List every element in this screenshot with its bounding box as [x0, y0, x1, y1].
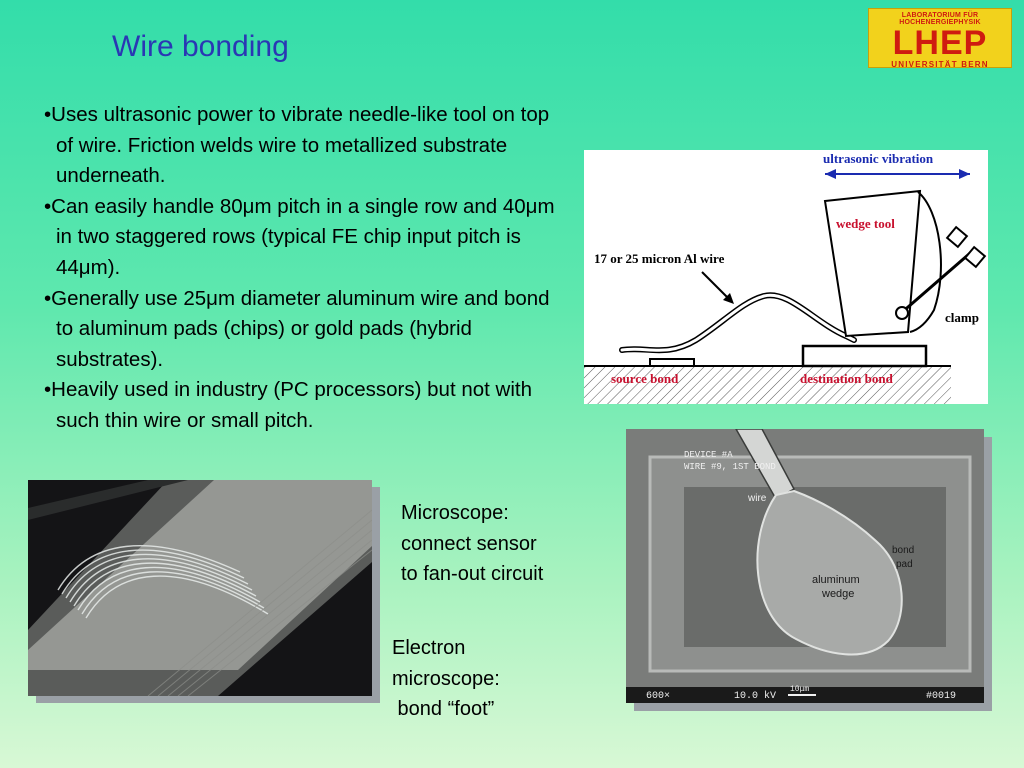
wedge-bonding-diagram: ultrasonic vibration wedge tool 17 or 25… — [584, 150, 988, 404]
slide-title: Wire bonding — [112, 30, 289, 63]
wire-label: 17 or 25 micron Al wire — [594, 251, 725, 266]
bullet-item: •Uses ultrasonic power to vibrate needle… — [44, 103, 550, 188]
ultrasonic-label: ultrasonic vibration — [823, 151, 934, 166]
sem-image: DEVICE #A WIRE #9, 1ST BOND wire bond pa… — [626, 428, 984, 703]
caption-line: microscope: — [392, 667, 500, 690]
microscope-caption: Microscope: connect sensor to fan-out ci… — [401, 498, 543, 590]
wire-pointer-head — [723, 293, 734, 304]
bullet-list: •Uses ultrasonic power to vibrate needle… — [44, 100, 564, 437]
caption-line: to fan-out circuit — [401, 563, 544, 585]
sem-bond-label: bond — [892, 545, 914, 556]
vibration-arrow-right — [959, 169, 970, 179]
microscope-photo — [28, 480, 373, 697]
destination-bond-label: destination bond — [800, 371, 894, 386]
lhep-logo: LABORATORIUM FÜR HOCHENERGIEPHYSIK LHEP … — [868, 8, 1012, 69]
sem-image-svg: DEVICE #A WIRE #9, 1ST BOND wire bond pa… — [626, 428, 984, 703]
sem-pad-label: pad — [896, 559, 913, 570]
clamp-block-1 — [945, 225, 969, 249]
sem-aluminum-label: aluminum — [812, 574, 860, 586]
electron-microscope-caption: Electron microscope: bond “foot” — [392, 633, 500, 725]
sem-voltage: 10.0 kV — [734, 690, 776, 702]
clamp-label: clamp — [945, 310, 979, 325]
sem-wire-info: WIRE #9, 1ST BOND — [684, 462, 776, 472]
al-wire-outline — [619, 292, 857, 354]
wedge-tool-shape — [823, 189, 922, 338]
bullet-item: •Heavily used in industry (PC processors… — [44, 378, 532, 432]
clamp-jaw — [895, 306, 909, 320]
logo-bottom-text: UNIVERSITÄT BERN — [891, 60, 989, 69]
wedge-tool-curve — [909, 191, 942, 333]
caption-line: Microscope: — [401, 502, 509, 524]
logo-main-text: LHEP — [892, 24, 988, 62]
destination-pad — [801, 344, 928, 368]
caption-line: bond “foot” — [392, 698, 495, 720]
clamp-block-2 — [963, 245, 987, 269]
substrate-hatch — [584, 366, 951, 404]
bond-wire — [734, 428, 796, 501]
bullet-item: •Generally use 25μm diameter aluminum wi… — [44, 286, 550, 371]
vibration-arrow-left — [825, 169, 836, 179]
bullet-item: •Can easily handle 80μm pitch in a singl… — [44, 194, 555, 279]
diagram-svg: ultrasonic vibration wedge tool 17 or 25… — [584, 151, 987, 404]
sem-wire-label: wire — [747, 493, 767, 504]
wedge-tool-label: wedge tool — [836, 216, 895, 231]
bond-wires — [57, 545, 269, 619]
source-bond-label: source bond — [611, 371, 679, 386]
source-pad — [649, 358, 695, 367]
logo-top-text: LABORATORIUM FÜR HOCHENERGIEPHYSIK — [899, 12, 981, 26]
clamp-arm — [899, 246, 977, 316]
caption-line: Electron — [392, 637, 466, 659]
sem-wedge-label: wedge — [821, 588, 854, 600]
sem-device-label: DEVICE #A — [684, 450, 733, 460]
aluminum-wedge — [756, 489, 903, 656]
sem-frame: #0019 — [926, 691, 956, 702]
microscope-photo-svg — [28, 480, 373, 697]
sem-scale: 10μm — [790, 685, 809, 694]
dark-edge — [28, 480, 188, 520]
sem-magnification: 600× — [646, 691, 670, 702]
al-wire — [620, 293, 856, 352]
caption-line: connect sensor — [401, 532, 537, 555]
fanout-traces — [147, 509, 373, 697]
